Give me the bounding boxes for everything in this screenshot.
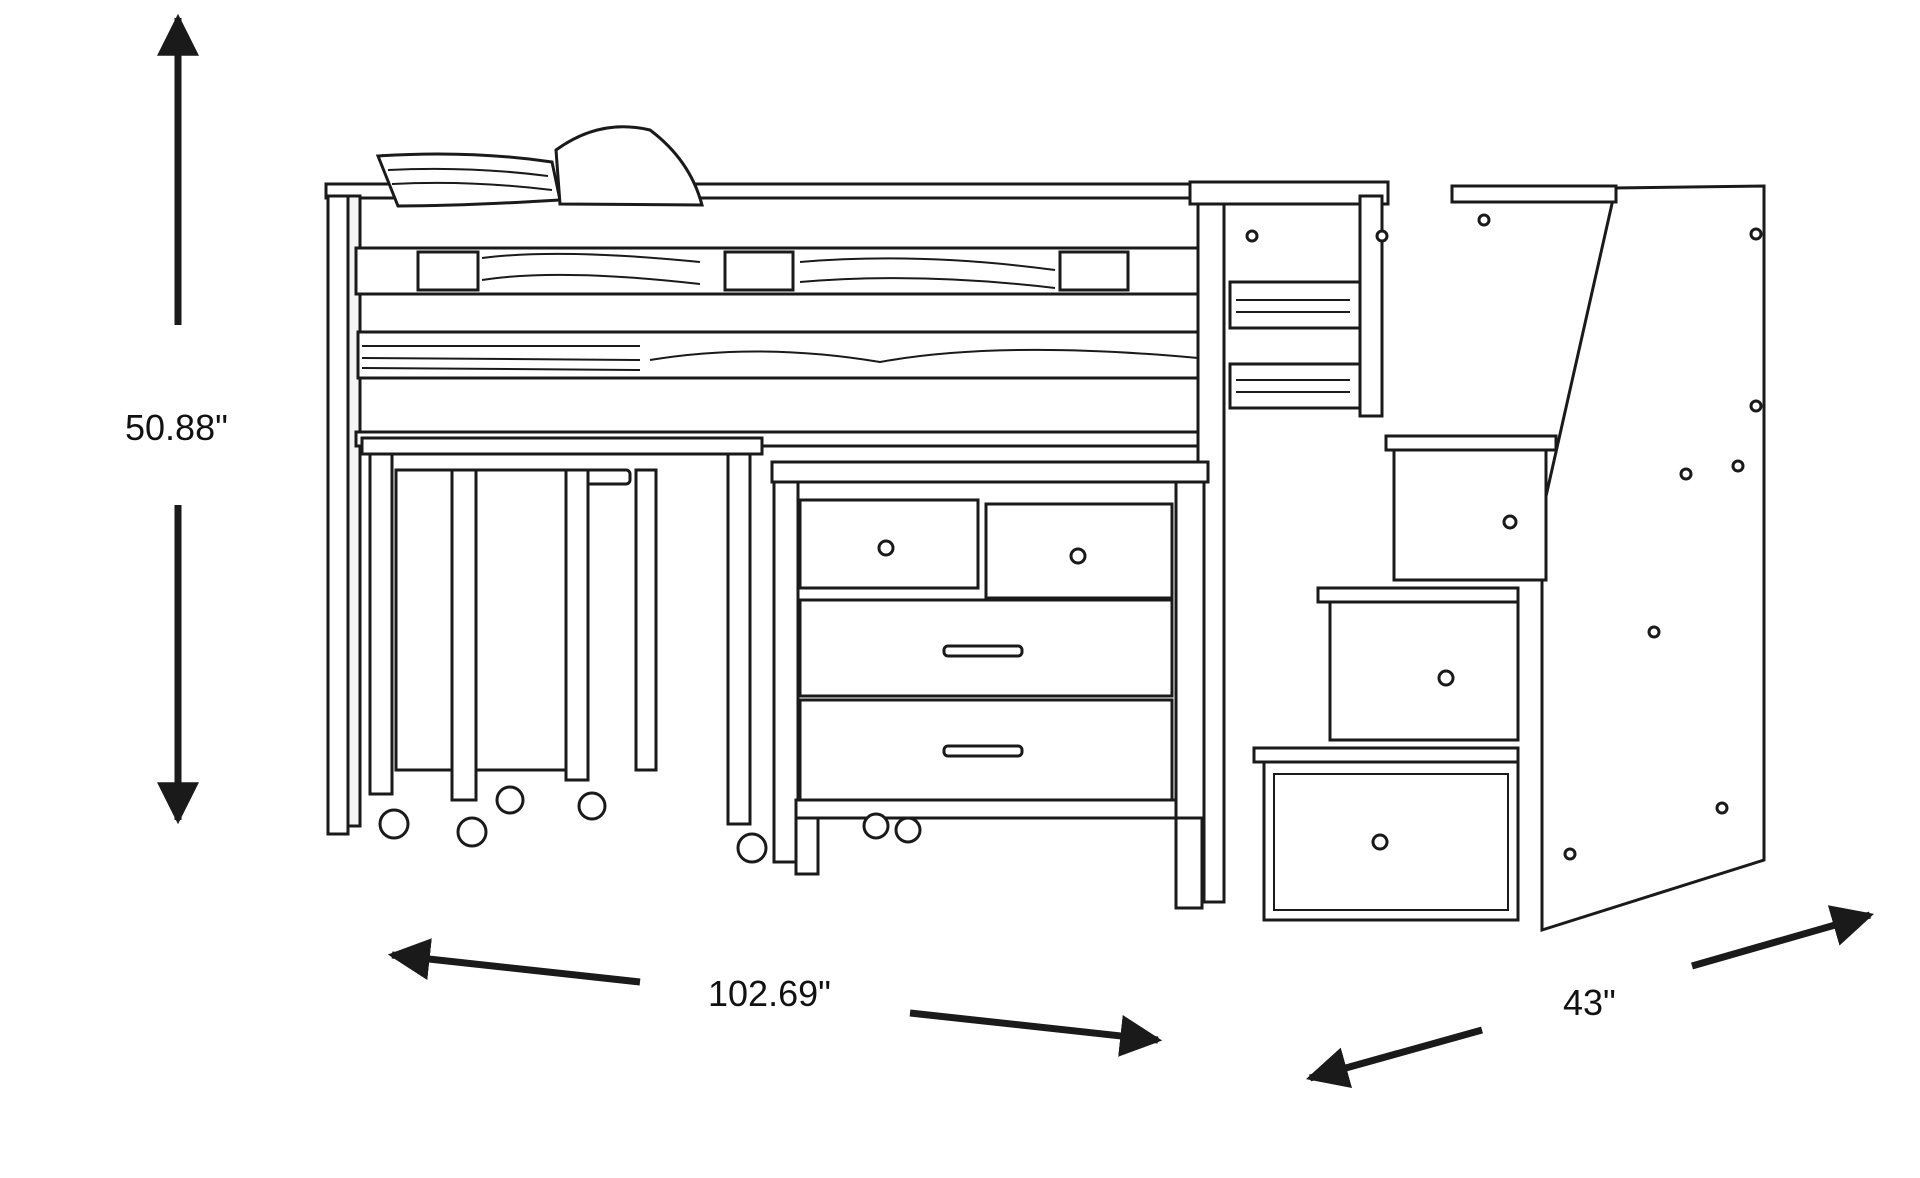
knob-step-3: [1371, 833, 1389, 851]
cart-body: [394, 468, 584, 772]
right-end-rail-lower: [1228, 362, 1362, 410]
stair-top-cap: [1450, 184, 1618, 204]
chest-base: [794, 798, 1178, 820]
knob-step-2: [1437, 669, 1455, 687]
step-2-drawer: [1328, 600, 1520, 742]
knob-step-1: [1502, 514, 1518, 530]
pillow-plain: [554, 125, 704, 207]
left-post-front: [326, 194, 350, 836]
desk-leg-left: [368, 452, 394, 796]
step-3-drawer: [1262, 760, 1520, 922]
width-dimension-arrows: [387, 938, 1163, 1057]
width-dimension-label: 102.69": [708, 973, 831, 1014]
right-end-rail-upper: [1228, 280, 1362, 330]
pillow-striped: [375, 152, 562, 208]
knob-top-right: [1069, 547, 1087, 565]
lower-guard-rail: [356, 330, 1206, 380]
loft-bed-frame: [324, 180, 1390, 904]
stair-chest: [1245, 184, 1766, 933]
depth-dimension-arrows: [1305, 905, 1875, 1089]
step-3-tread: [1252, 746, 1520, 764]
pull-bottom: [942, 744, 1024, 758]
knob-top-left: [877, 539, 895, 557]
desk: [360, 436, 764, 826]
height-dimension-label: 50.88": [125, 407, 228, 448]
pull-middle: [942, 644, 1024, 658]
right-end-top-rail: [1188, 180, 1390, 206]
caster-4: [577, 791, 607, 821]
width-arrow-right: [909, 1009, 1163, 1057]
desk-leg-back: [634, 468, 658, 772]
depth-dimension-label: 43": [1563, 982, 1616, 1023]
pillows: [375, 125, 704, 208]
step-1-tread: [1384, 434, 1558, 452]
caster-2: [456, 816, 488, 848]
step-2-tread: [1316, 586, 1520, 604]
step-1-drawer: [1392, 448, 1548, 582]
caster-3: [495, 785, 525, 815]
desk-top: [360, 436, 764, 456]
rolling-cart: [378, 468, 768, 864]
width-arrow-left: [387, 938, 641, 986]
stair-side-panel: [1455, 184, 1766, 933]
depth-arrow-left: [1305, 1026, 1483, 1089]
caster-5: [736, 832, 768, 864]
chest-top: [770, 460, 1210, 484]
chest-side-left: [772, 480, 800, 864]
caster-1: [378, 808, 410, 840]
desk-leg-right: [726, 452, 752, 826]
chest-of-drawers: [770, 460, 1210, 910]
depth-arrow-right: [1691, 905, 1875, 970]
